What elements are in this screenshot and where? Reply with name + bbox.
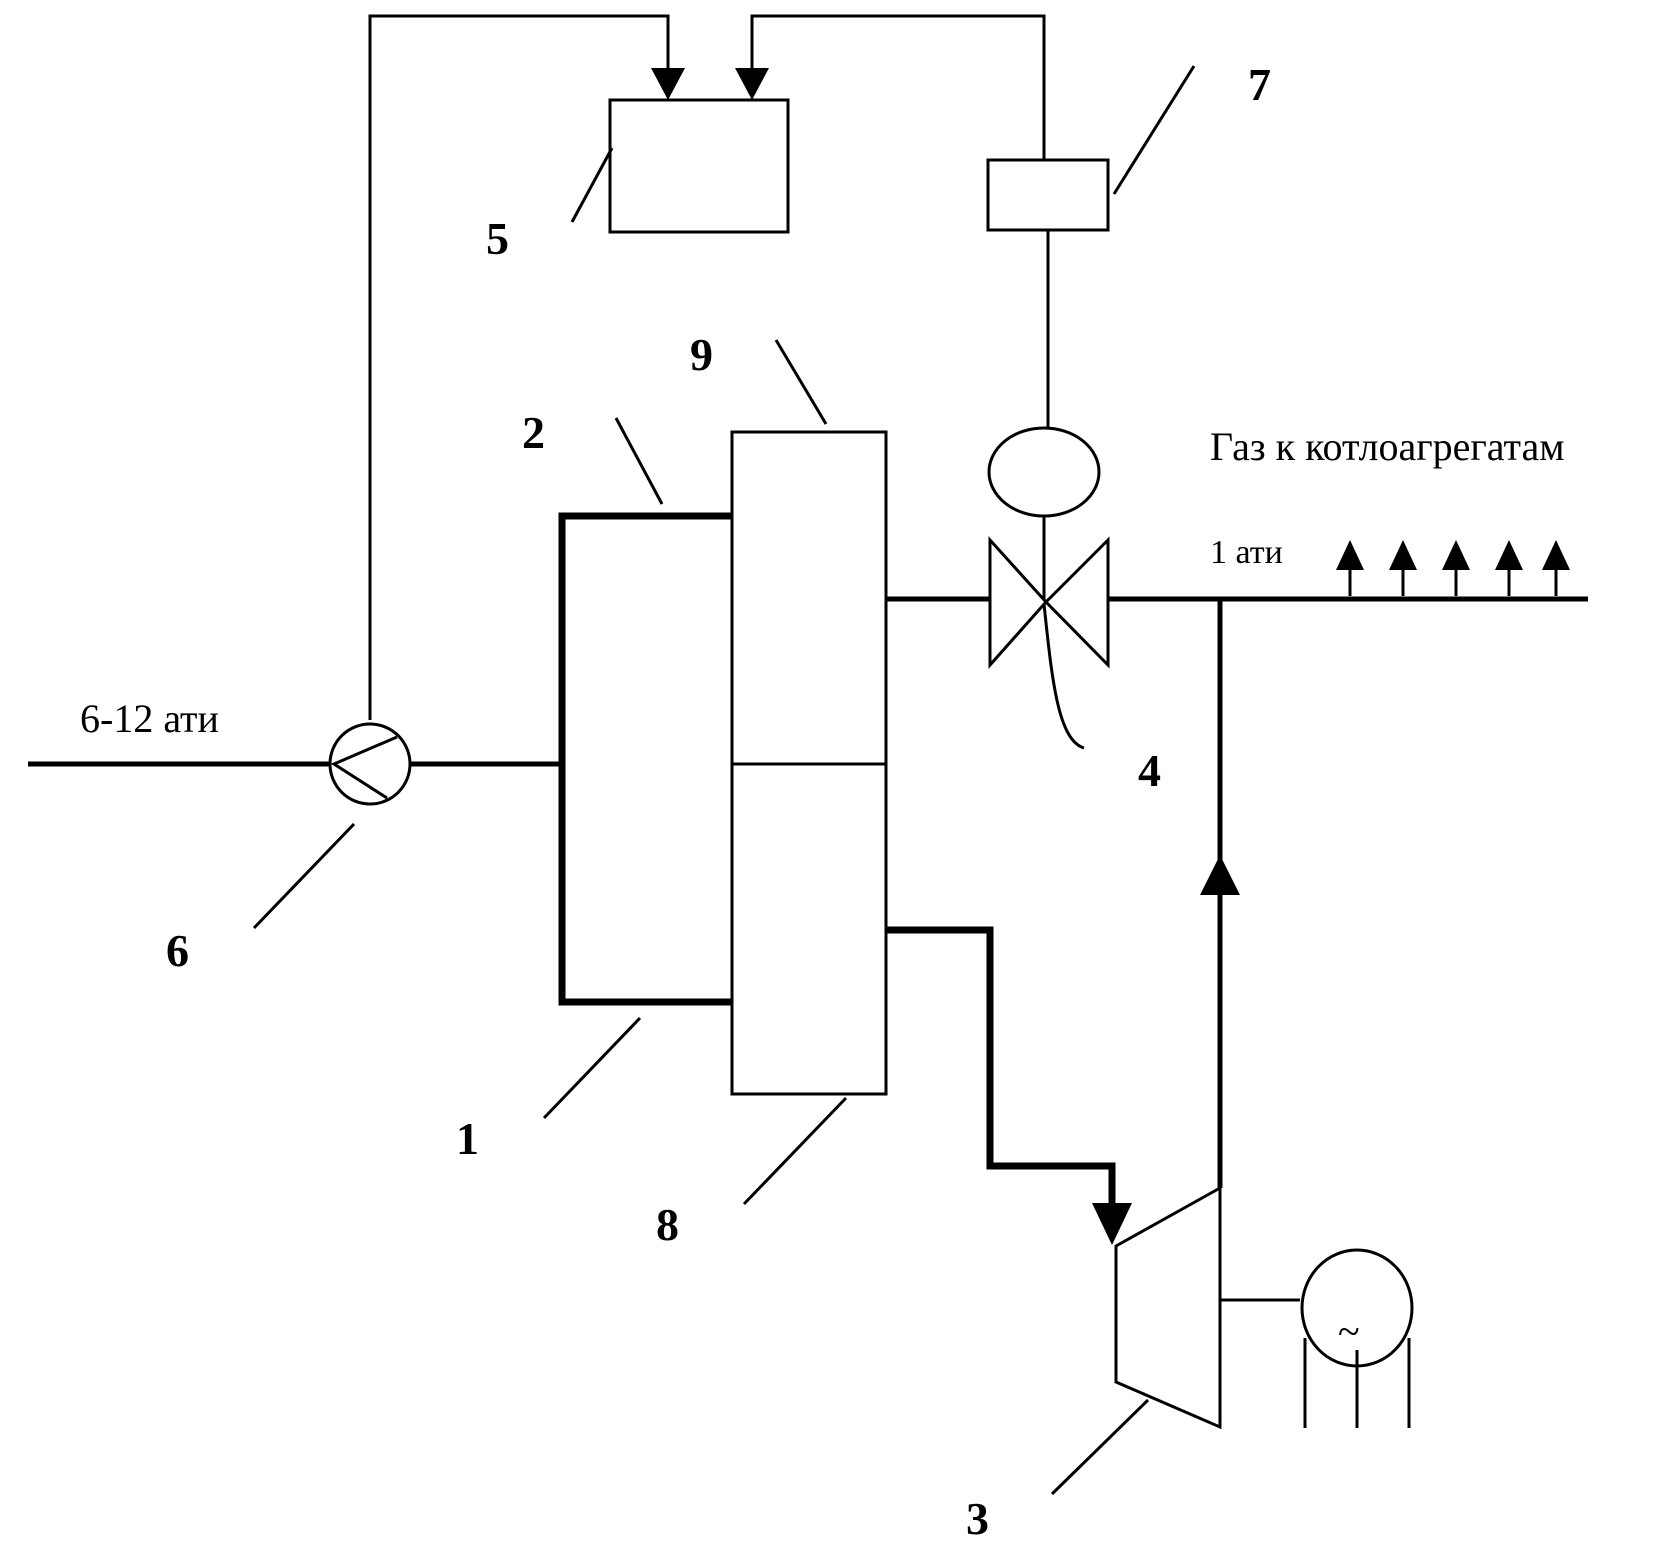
- generator-symbol: ~: [1338, 1309, 1360, 1354]
- heat-exchanger-border: [562, 516, 732, 1002]
- leader-3: [1052, 1400, 1148, 1494]
- component-number-3: 3: [966, 1493, 989, 1544]
- control-valve-right-triangle: [1046, 540, 1108, 665]
- component-number-8: 8: [656, 1199, 679, 1250]
- block-9-upper: [732, 432, 886, 764]
- leader-2: [616, 418, 662, 504]
- control-valve-left-triangle: [990, 540, 1046, 665]
- signal-line-sensor-to-controller: [752, 16, 1044, 160]
- leader-9: [776, 340, 826, 424]
- valve-actuator: [989, 428, 1099, 516]
- leader-5: [572, 148, 612, 222]
- consumer-arrows: [1336, 540, 1570, 596]
- signal-arrow-right: [735, 68, 769, 100]
- gas-destination-label: Газ к котлоагрегатам: [1210, 424, 1565, 469]
- pipe-block8-to-expander: [886, 930, 1112, 1205]
- leader-8: [744, 1098, 846, 1204]
- sensor-box: [988, 160, 1108, 230]
- expander-inlet-arrow: [1092, 1203, 1132, 1245]
- component-number-5: 5: [486, 213, 509, 264]
- component-number-4: 4: [1138, 745, 1161, 796]
- signal-arrow-left: [651, 68, 685, 100]
- flowmeter: [330, 724, 410, 804]
- leader-1: [544, 1018, 640, 1118]
- outlet-pressure-label: 1 ати: [1210, 534, 1283, 571]
- block-8-lower: [732, 764, 886, 1094]
- expander-turbine: [1116, 1188, 1220, 1427]
- leader-6: [254, 824, 354, 928]
- inlet-pressure-label: 6-12 ати: [80, 696, 219, 741]
- component-number-9: 9: [690, 329, 713, 380]
- component-number-7: 7: [1248, 59, 1271, 110]
- component-number-1: 1: [456, 1113, 479, 1164]
- controller-box: [610, 100, 788, 232]
- expander-outlet-arrow: [1200, 855, 1240, 895]
- component-number-2: 2: [522, 407, 545, 458]
- leader-7: [1114, 66, 1194, 194]
- component-number-6: 6: [166, 925, 189, 976]
